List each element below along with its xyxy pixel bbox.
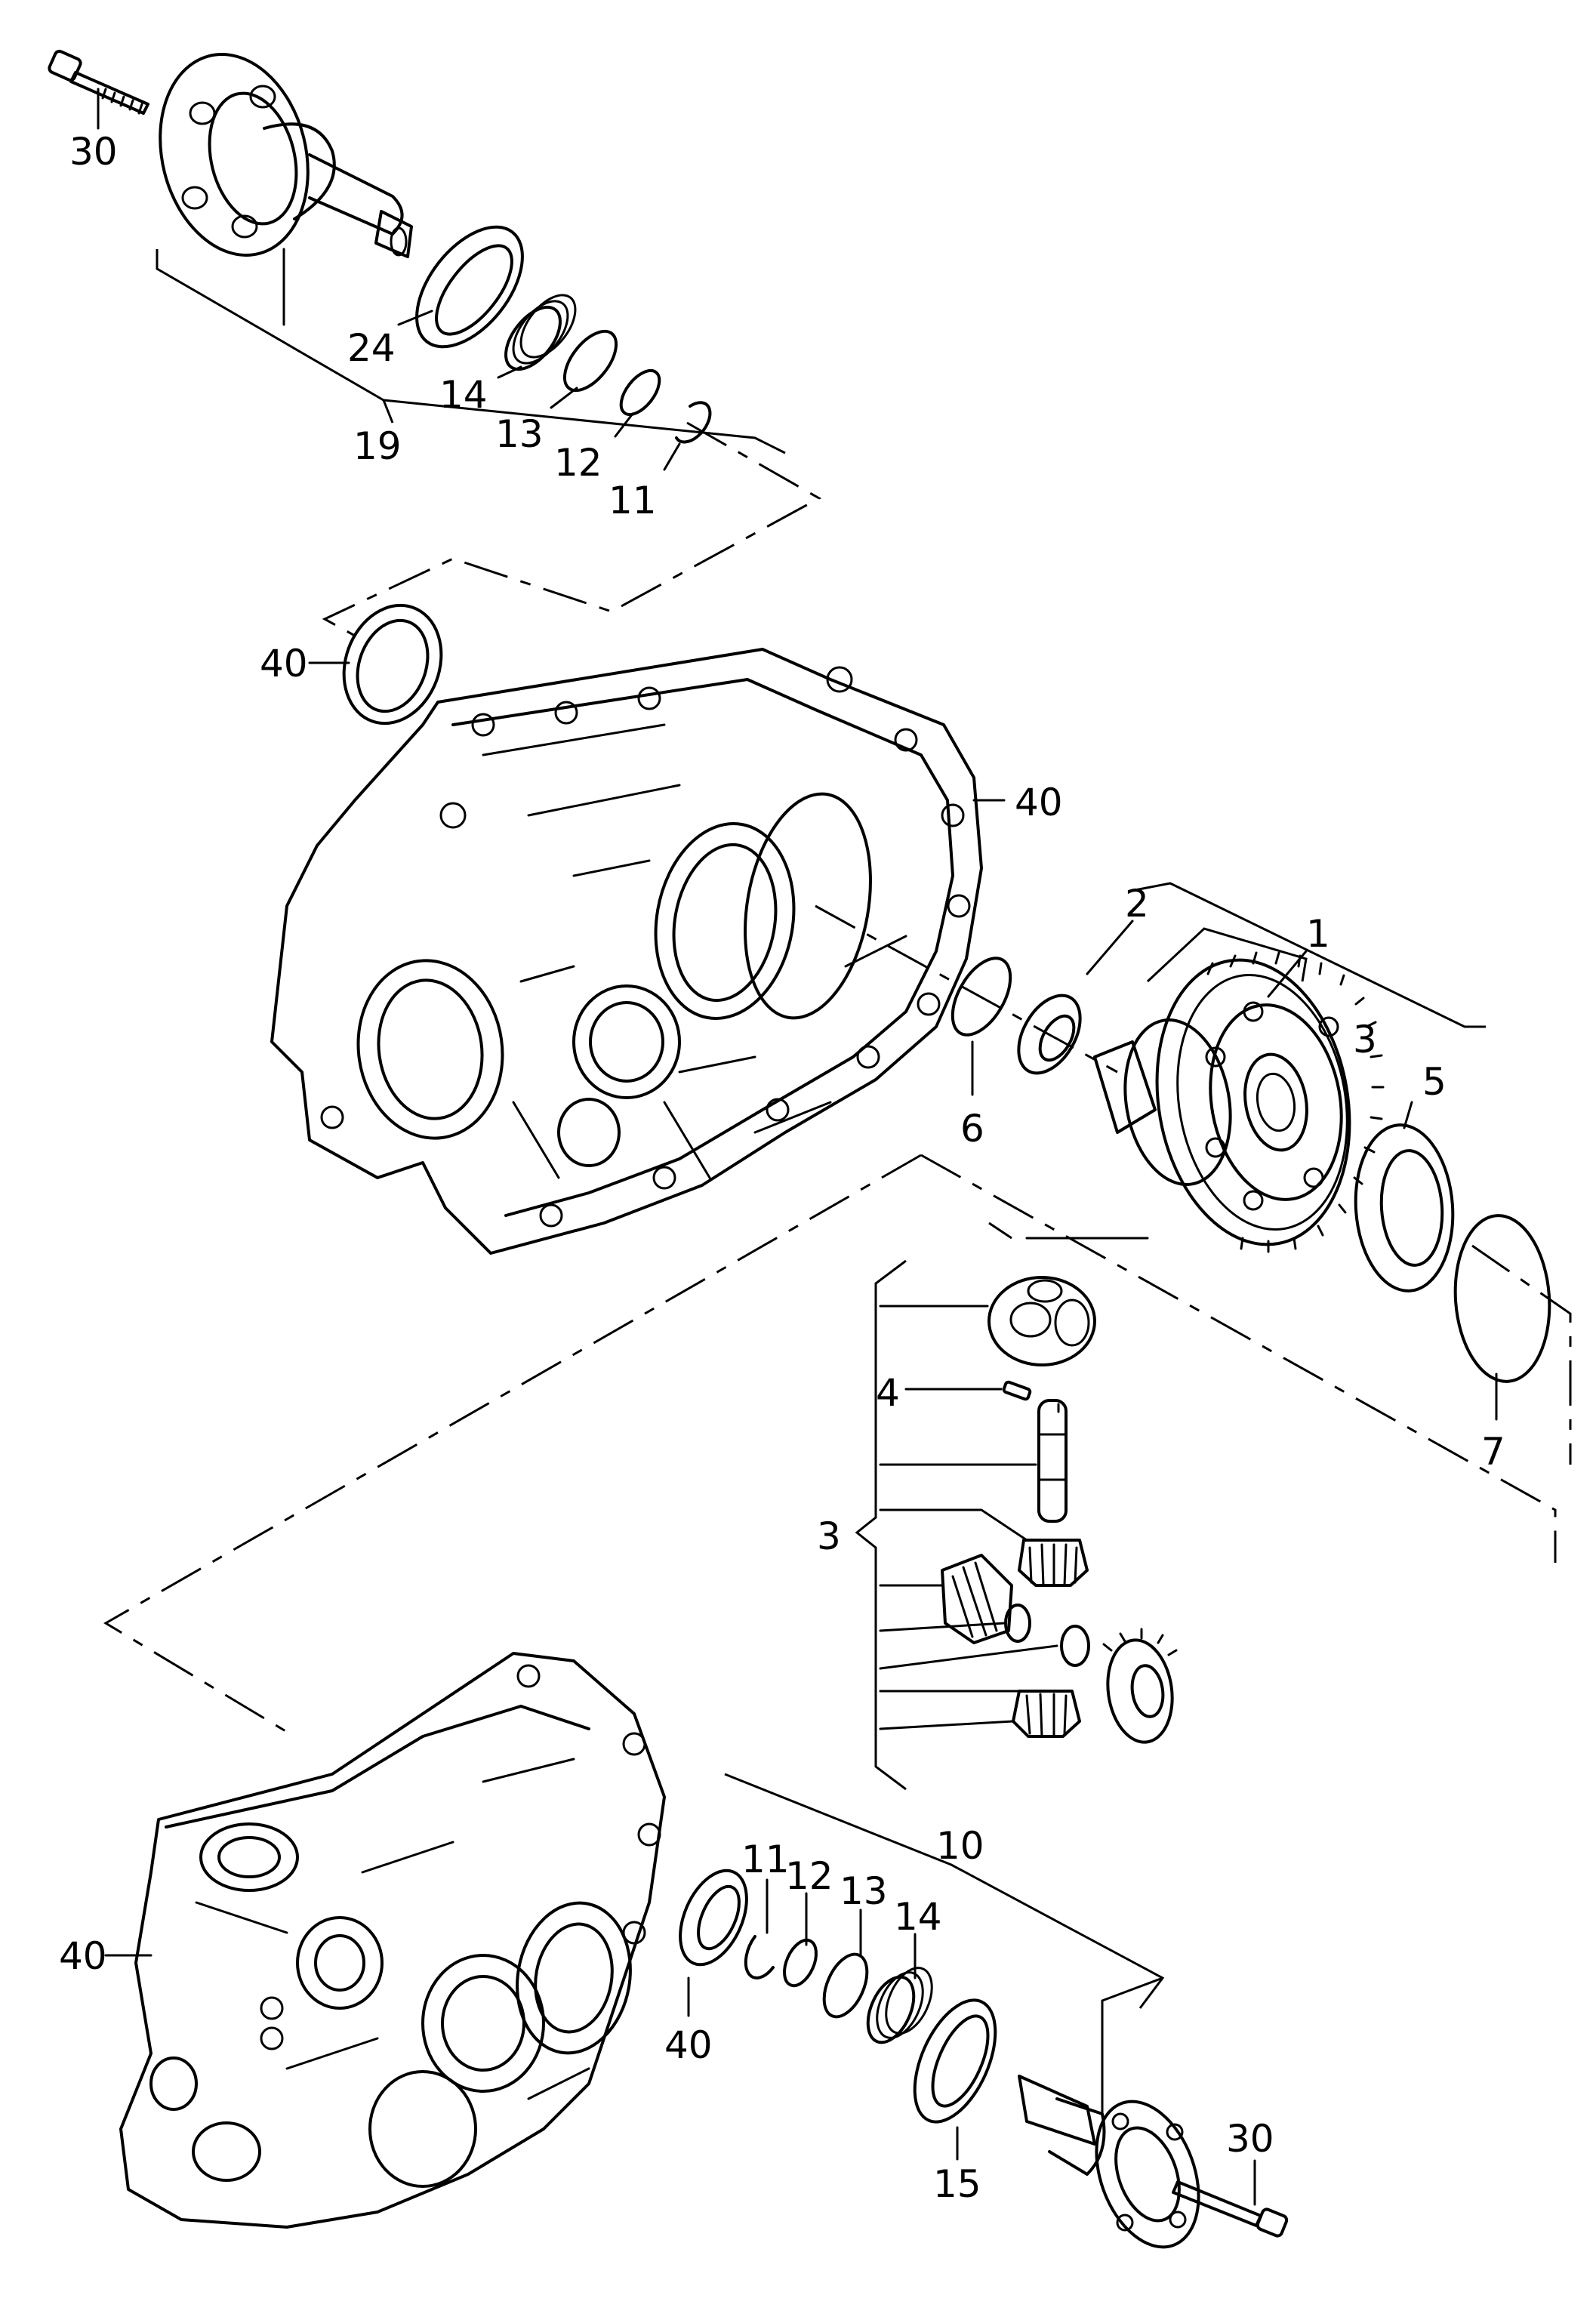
callout-11-top: 11 [609,479,657,522]
diff-bevel-gear-bottom [1012,1690,1081,1738]
callout-13-top: 13 [495,412,544,456]
top-ring-13 [562,329,618,393]
middle-housing-group [270,603,1551,1383]
middle-transmission-housing [270,648,983,1255]
middle-shim-7 [1453,1214,1551,1383]
diff-washer-left [1004,1604,1031,1643]
diff-cross-housing [987,1276,1096,1366]
diff-pin-4 [1002,1380,1032,1401]
callout-3-left: 3 [817,1514,841,1558]
bottom-housing-group [119,1652,1289,2249]
bottom-seal-40 [679,1869,748,1967]
bottom-ring-13 [822,1952,869,2019]
bottom-circlip-11 [744,1935,775,1979]
callout-40-a: 40 [260,642,308,686]
top-spring-14 [504,294,577,371]
callout-15: 15 [933,2162,981,2206]
diff-bevel-gear-top [1018,1539,1089,1587]
bottom-drive-flange [1018,2075,1200,2249]
callout-30-bot: 30 [1226,2117,1274,2161]
callout-11-bot: 11 [741,1838,790,1881]
bottom-bolt-30 [1172,2180,1289,2238]
callout-40-c: 40 [59,1934,107,1978]
callout-5: 5 [1422,1060,1447,1104]
top-seal-24 [415,225,524,349]
top-circlip-11 [675,401,712,444]
callout-14-top: 14 [439,373,488,417]
callout-14-bot: 14 [894,1895,942,1939]
callout-4: 4 [876,1371,900,1415]
callout-3-right: 3 [1353,1018,1377,1061]
top-drive-flange-group [48,49,712,444]
bottom-ring-12 [783,1938,818,1988]
callout-10: 10 [936,1824,984,1868]
bottom-spring-14 [866,1967,933,2044]
callout-24: 24 [347,326,396,370]
top-drive-flange [159,53,413,258]
callout-labels: 30 24 14 13 19 12 11 40 40 2 1 3 5 6 4 3… [59,130,1505,2206]
callout-6: 6 [960,1107,984,1151]
bottom-seal-15 [913,1998,997,2124]
diff-bevel-gear-left [941,1554,1013,1644]
leader-lines [97,88,1572,2206]
diff-shaft [1037,1399,1068,1523]
top-ring-12 [619,369,661,416]
top-bolt-30 [48,49,149,115]
diff-bevel-gear-right [1102,1628,1178,1744]
middle-differential-1 [1093,951,1385,1253]
bottom-gearbox-housing [119,1652,666,2229]
callout-7: 7 [1481,1430,1505,1474]
callout-19: 19 [353,424,402,468]
callout-12-bot: 12 [785,1854,833,1898]
middle-seal-40-left [342,603,443,726]
callout-2: 2 [1125,882,1149,926]
callout-13-bot: 13 [840,1869,888,1913]
callout-30-top: 30 [69,130,118,174]
callout-40-b: 40 [1015,781,1063,824]
callout-1: 1 [1306,912,1330,956]
callout-40-d: 40 [664,2023,713,2067]
callout-12-top: 12 [554,441,602,485]
differential-internals-group [941,1276,1178,1744]
diff-washer-right [1060,1625,1090,1667]
middle-bearing-5 [1354,1123,1455,1292]
